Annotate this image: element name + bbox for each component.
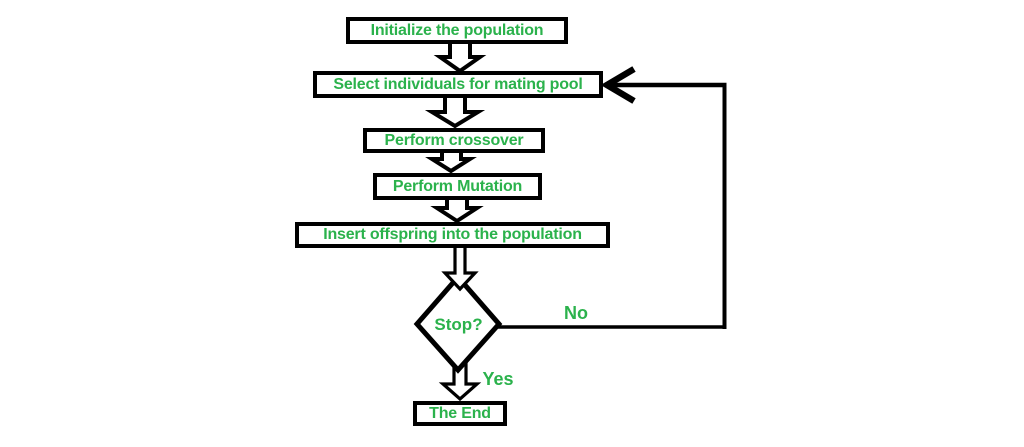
loop-arrowhead-icon [600, 66, 636, 104]
node-perform-mutation: Perform Mutation [373, 173, 542, 200]
arrow-insert-to-decision-icon [441, 243, 479, 292]
arrow-init-to-select-icon [433, 40, 487, 74]
node-perform-crossover: Perform crossover [363, 128, 545, 153]
node-insert-offspring: Insert offspring into the population [295, 222, 610, 248]
node-select-mating-pool: Select individuals for mating pool [313, 71, 603, 98]
decision-label-stop: Stop? [434, 315, 483, 334]
edge-label-no: No [564, 303, 588, 323]
arrow-mutation-to-insert-icon [430, 195, 484, 224]
node-the-end: The End [413, 401, 507, 426]
edge-label-yes: Yes [482, 369, 514, 389]
arrow-select-to-crossover-icon [424, 94, 486, 129]
arrow-crossover-to-mutation-icon [425, 148, 477, 174]
node-initialize-population: Initialize the population [346, 17, 568, 44]
decision-diamond [413, 273, 503, 374]
